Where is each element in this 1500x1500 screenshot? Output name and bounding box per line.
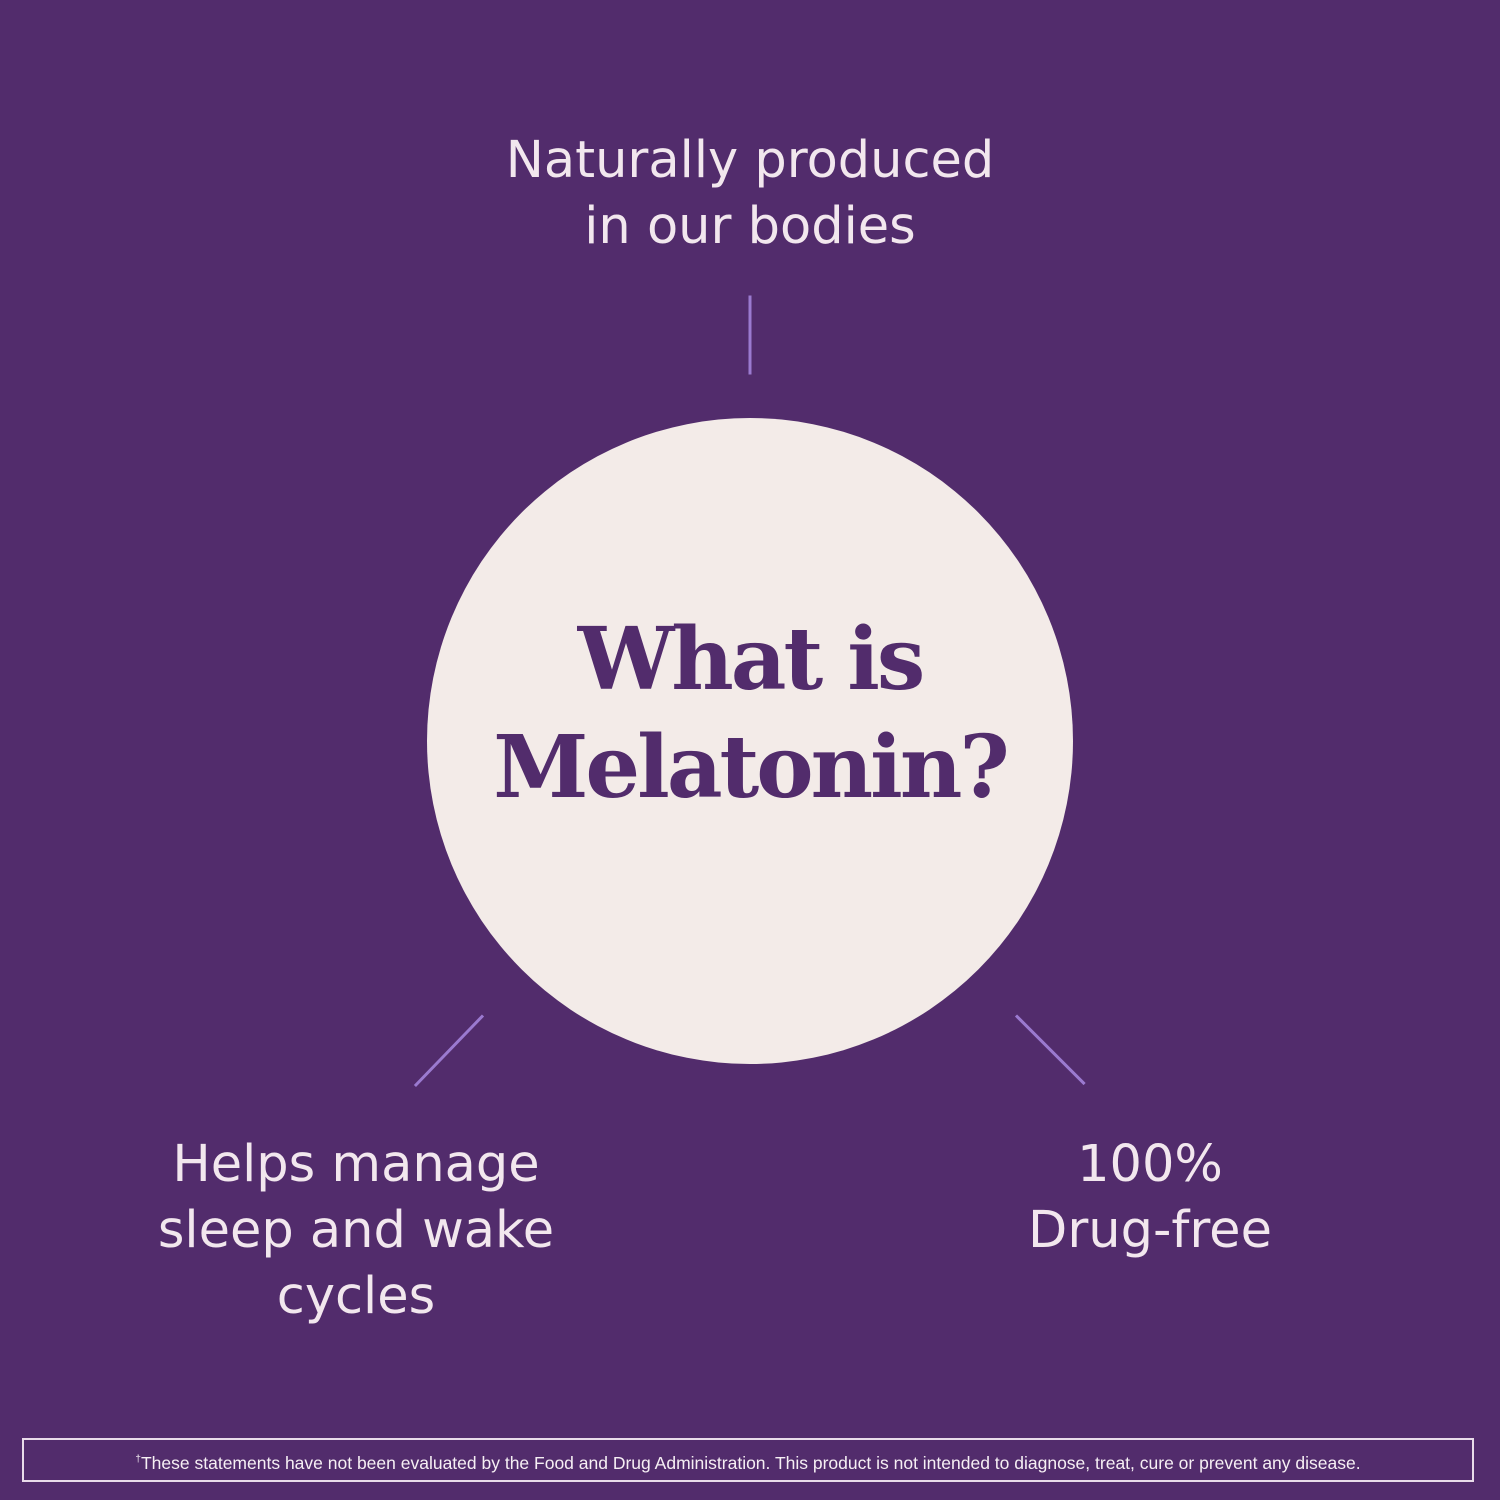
callout-naturally-produced: Naturally produced in our bodies bbox=[400, 128, 1100, 260]
fda-disclaimer: †These statements have not been evaluate… bbox=[22, 1438, 1474, 1482]
callout-right-line2: Drug-free bbox=[1028, 1201, 1272, 1260]
callout-right-line1: 100% bbox=[1077, 1135, 1223, 1194]
center-circle bbox=[427, 418, 1073, 1064]
callout-left-line2: sleep and wake bbox=[157, 1201, 555, 1260]
center-title-line2: Melatonin? bbox=[493, 717, 1010, 818]
center-title-line1: What is bbox=[577, 609, 926, 710]
callout-top-line2: in our bodies bbox=[584, 197, 916, 256]
callout-drug-free: 100% Drug-free bbox=[900, 1132, 1400, 1264]
disclaimer-text: These statements have not been evaluated… bbox=[140, 1453, 1361, 1473]
callout-sleep-wake: Helps manage sleep and wake cycles bbox=[56, 1132, 656, 1330]
callout-left-line1: Helps manage bbox=[172, 1135, 540, 1194]
connector-line-right bbox=[1014, 1014, 1086, 1086]
callout-top-line1: Naturally produced bbox=[505, 131, 995, 190]
dagger-mark: † bbox=[135, 1454, 141, 1465]
callout-left-line3: cycles bbox=[276, 1267, 436, 1326]
center-title: What is Melatonin? bbox=[427, 606, 1073, 822]
connector-line-top bbox=[748, 295, 752, 375]
connector-line-left bbox=[413, 1014, 485, 1088]
